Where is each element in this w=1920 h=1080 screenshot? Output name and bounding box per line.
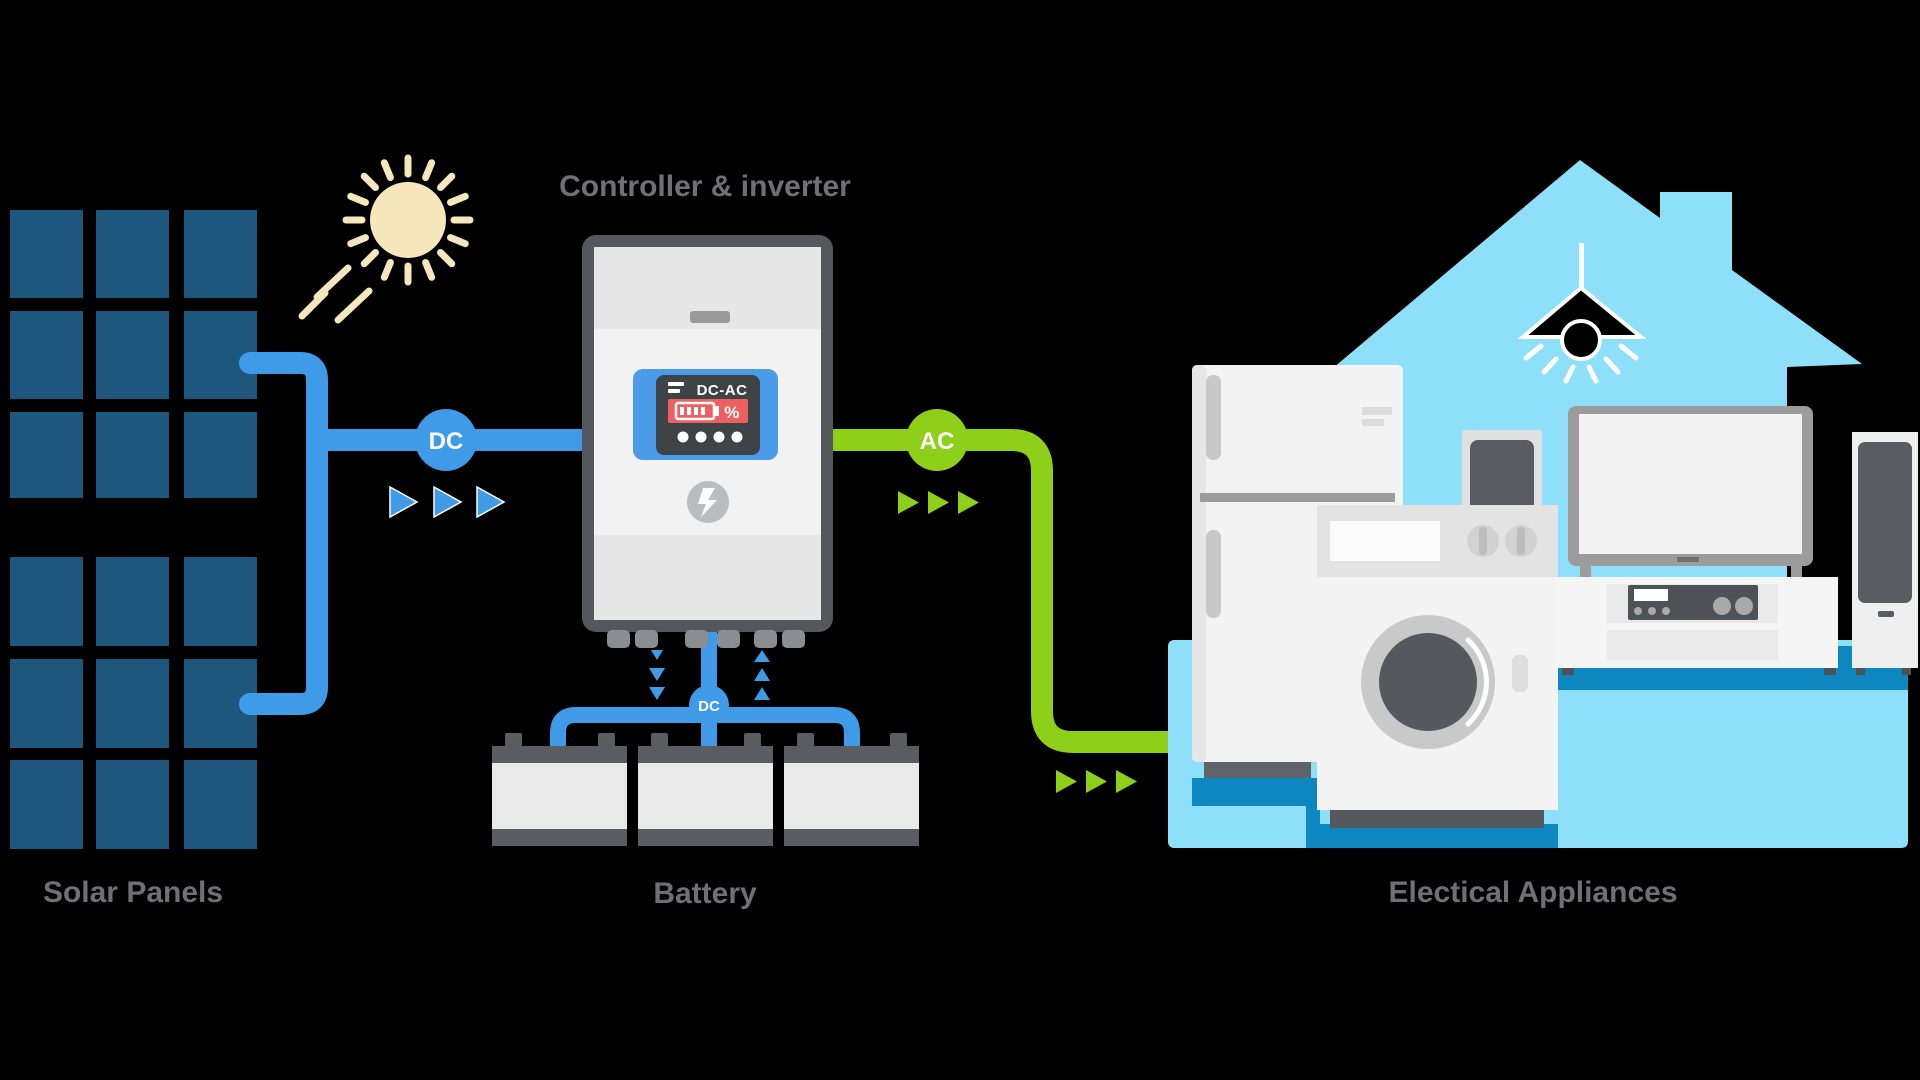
vent-slot — [690, 311, 730, 323]
connector-tabs — [607, 630, 805, 648]
dc-flow-arrows — [389, 485, 506, 519]
battery-3 — [784, 733, 919, 846]
fridge-handle — [1206, 530, 1221, 618]
battery-terminal — [797, 733, 814, 747]
solar-cell — [96, 412, 169, 498]
charge-arrows-down — [649, 650, 665, 700]
battery-terminal — [651, 733, 668, 747]
menu-icon — [668, 382, 684, 393]
flow-arrow-icon — [649, 668, 665, 681]
battery-1 — [492, 733, 627, 846]
flow-arrow-icon — [476, 485, 506, 519]
dc-badge-label: DC — [429, 428, 464, 455]
display-mode-label: DC-AC — [697, 382, 748, 399]
solar-cell — [10, 412, 83, 498]
fridge-divider — [1200, 493, 1395, 502]
sunbeam-rays — [298, 264, 373, 324]
flow-arrow-icon — [1056, 770, 1077, 793]
solar-cell — [96, 760, 169, 849]
battery-terminal — [744, 733, 761, 747]
label-electrical-appliances: Electical Appliances — [1388, 876, 1677, 909]
dc-wire-panels — [239, 352, 328, 715]
pendant-lamp-icon — [1517, 243, 1647, 384]
solar-cell — [10, 311, 83, 399]
flow-arrow-icon — [754, 668, 770, 681]
solar-cell — [184, 760, 257, 849]
washer-latch — [1512, 655, 1528, 692]
detergent-drawer — [1330, 521, 1440, 561]
solar-cell — [96, 659, 169, 748]
flow-arrow-icon — [389, 485, 419, 519]
dc-badge: DC — [415, 409, 477, 471]
ac-badge: AC — [906, 409, 968, 471]
percent-label: % — [724, 403, 740, 422]
solar-cell — [10, 760, 83, 849]
sun-icon — [298, 154, 474, 324]
washing-machine-icon — [1317, 505, 1558, 828]
flow-arrow-icon — [1116, 770, 1137, 793]
label-battery: Battery — [653, 877, 757, 910]
ac-wire — [817, 429, 1196, 753]
battery-2 — [638, 733, 773, 846]
label-solar-panels: Solar Panels — [43, 876, 223, 909]
solar-cell — [184, 412, 257, 498]
solar-panel-array-top — [10, 210, 257, 498]
flow-arrow-icon — [651, 650, 663, 660]
solar-cell — [96, 210, 169, 298]
tv-screen — [1579, 414, 1802, 554]
solar-cell — [10, 210, 83, 298]
flow-arrow-icon — [433, 485, 463, 519]
flow-arrow-icon — [649, 687, 665, 700]
battery-terminal — [505, 733, 522, 747]
flow-arrow-icon — [958, 491, 979, 514]
speaker-icon-right — [1852, 432, 1918, 675]
battery-dc-badge: DC — [689, 685, 729, 725]
label-controller-inverter: Controller & inverter — [559, 170, 851, 203]
battery-gauge-icon — [674, 401, 719, 421]
sun-disc — [370, 182, 446, 258]
inverter-display: DC-AC % — [633, 369, 778, 460]
solar-cell — [184, 210, 257, 298]
solar-cell — [96, 311, 169, 399]
flow-arrow-icon — [928, 491, 949, 514]
solar-panel-array-bottom — [10, 557, 257, 849]
fridge-handle — [1206, 375, 1221, 460]
battery-terminal — [598, 733, 615, 747]
flow-arrow-icon — [1086, 770, 1107, 793]
ac-flow-arrows-top — [898, 491, 979, 514]
flow-arrow-icon — [754, 650, 770, 662]
status-dots — [677, 431, 743, 443]
ac-flow-arrows-bottom — [1056, 770, 1137, 793]
discharge-arrows-up — [754, 650, 770, 700]
solar-cell — [184, 557, 257, 646]
controller-inverter: DC-AC % — [582, 235, 833, 648]
battery-terminal — [890, 733, 907, 747]
flow-arrow-icon — [898, 491, 919, 514]
solar-cell — [10, 557, 83, 646]
flow-arrow-icon — [754, 687, 770, 700]
battery-dc-badge-label: DC — [698, 698, 720, 715]
solar-cell — [10, 659, 83, 748]
tv-stand — [1558, 577, 1838, 675]
ac-badge-label: AC — [920, 428, 955, 455]
solar-cell — [96, 557, 169, 646]
tv-icon — [1568, 406, 1813, 578]
lightning-logo-icon — [687, 481, 729, 523]
stereo-receiver-icon — [1628, 585, 1758, 620]
